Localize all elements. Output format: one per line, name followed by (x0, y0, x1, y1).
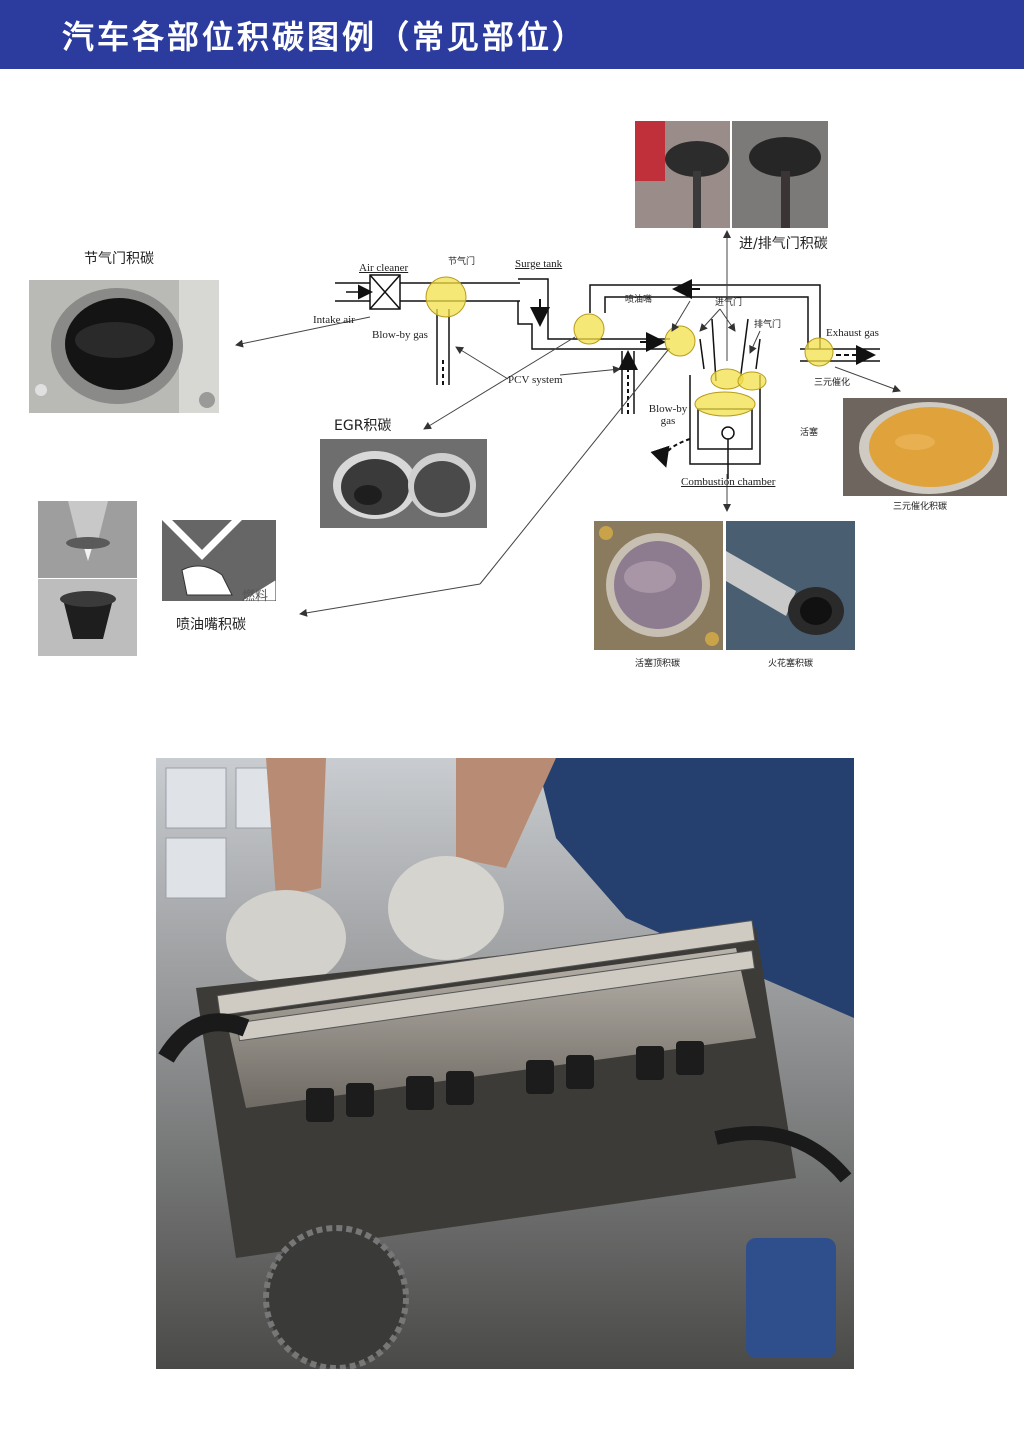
injector-caption: 喷油嘴积碳 (176, 617, 246, 633)
egr-carbon-photo (320, 439, 487, 528)
blow-by-gas-label: Blow-by gas (372, 329, 428, 341)
air-cleaner-label: Air cleaner (359, 262, 409, 274)
piston-top-caption: 活塞顶积碳 (635, 659, 681, 669)
catalyst-caption: 三元催化积碳 (892, 502, 947, 512)
intake-air-label: Intake air (313, 314, 355, 326)
catalyst-carbon-photo (843, 398, 1007, 496)
catalyst-label: 三元催化 (814, 378, 851, 388)
injector-diagram (162, 520, 276, 601)
valves-caption: 进/排气门积碳 (739, 236, 828, 252)
exhaust-gas-label: Exhaust gas (826, 327, 879, 339)
injector-tip-photo (38, 501, 137, 578)
combustion-chamber-label: Combustion chamber (681, 476, 776, 488)
surge-tank-label: Surge tank (515, 258, 563, 270)
piston-label: 活塞 (800, 428, 819, 438)
spark-plug-caption: 火花塞积碳 (768, 659, 814, 669)
fuel-label: 燃料 (242, 589, 269, 604)
engine-schematic (235, 230, 901, 617)
carbon-deposit-diagram: 节气门积碳 进/排气门积碳 EGR积碳 (0, 69, 1024, 709)
page-title: 汽车各部位积碳图例（常见部位） (62, 18, 588, 56)
piston-top-carbon-photo (594, 521, 723, 650)
throttle-label: 节气门 (448, 257, 476, 267)
intake-valve-label: 进气门 (715, 298, 743, 308)
valves-carbon-photo (635, 121, 828, 228)
throttle-carbon-photo (29, 280, 219, 413)
injector-label: 喷油嘴 (625, 295, 653, 305)
egr-caption: EGR积碳 (334, 418, 392, 434)
pcv-system-label: PCV system (508, 374, 563, 386)
page-header: 汽车各部位积碳图例（常见部位） (0, 0, 1024, 69)
engine-repair-photo (156, 758, 854, 1369)
injector-carbon-photo (38, 579, 137, 656)
throttle-caption: 节气门积碳 (84, 251, 154, 267)
blow-by-gas-label-2: Blow-by gas (648, 403, 688, 427)
exhaust-valve-label: 排气门 (754, 320, 782, 330)
spark-plug-carbon-photo (726, 521, 855, 650)
